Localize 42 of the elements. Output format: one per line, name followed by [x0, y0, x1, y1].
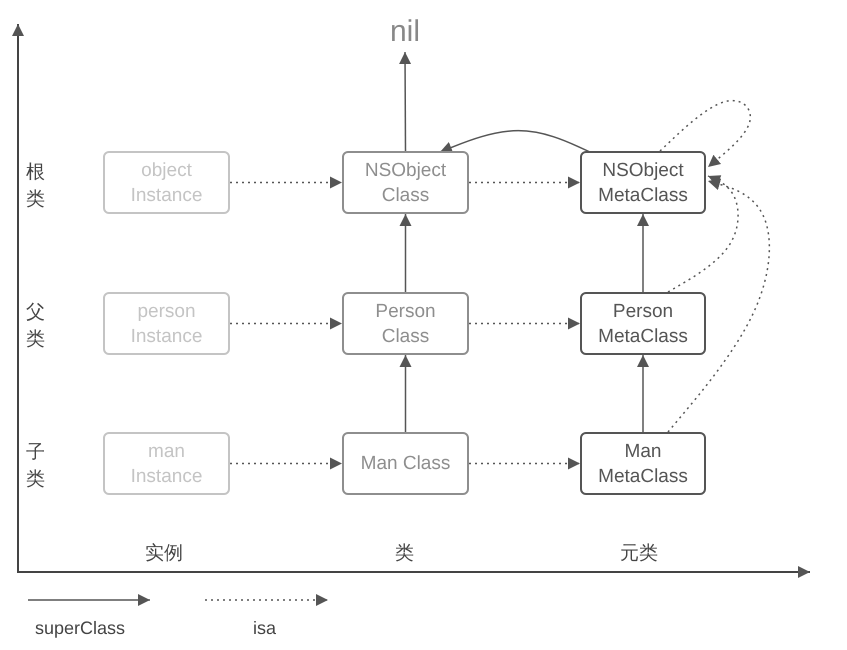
class-label: Man MetaClass: [597, 440, 689, 488]
column-label: 实例: [145, 542, 183, 566]
arrow: [668, 175, 739, 293]
legend-label: superClass: [35, 618, 126, 639]
class-box: [342, 432, 469, 495]
arrow: [469, 176, 580, 188]
row-label: 父类: [26, 301, 45, 352]
arrow: [230, 318, 342, 330]
class-box: [342, 151, 469, 214]
row-label: 子类: [26, 441, 45, 492]
class-box: [103, 151, 230, 214]
column-label: 元类: [620, 542, 658, 566]
class-label: NSObject MetaClass: [597, 158, 689, 208]
class-label: Man Class: [360, 452, 450, 476]
arrow: [637, 355, 649, 432]
arrow: [440, 130, 590, 154]
class-box: [103, 292, 230, 355]
class-box: [342, 292, 469, 355]
arrow: [399, 52, 412, 151]
class-label: Person Class: [374, 300, 437, 348]
arrow: [469, 458, 580, 470]
arrow: [230, 176, 342, 188]
class-label: Person MetaClass: [597, 300, 689, 348]
arrow: [667, 178, 770, 432]
class-box: [580, 292, 706, 355]
row-label: 根类: [26, 161, 45, 212]
arrow: [637, 214, 649, 292]
class-label: object Instance: [130, 158, 204, 208]
class-box: [580, 151, 706, 214]
arrow: [469, 318, 580, 330]
arrow: [659, 100, 752, 168]
column-label: 类: [395, 542, 414, 566]
class-box: [103, 432, 230, 495]
arrow: [400, 214, 412, 292]
legend-label: isa: [253, 618, 276, 639]
class-label: man Instance: [130, 440, 204, 488]
terminal-label: nil: [390, 14, 420, 50]
arrow: [400, 355, 412, 432]
class-box: [580, 432, 706, 495]
class-label: NSObject Class: [364, 158, 448, 208]
class-label: person Instance: [130, 300, 204, 348]
arrow: [230, 458, 342, 470]
